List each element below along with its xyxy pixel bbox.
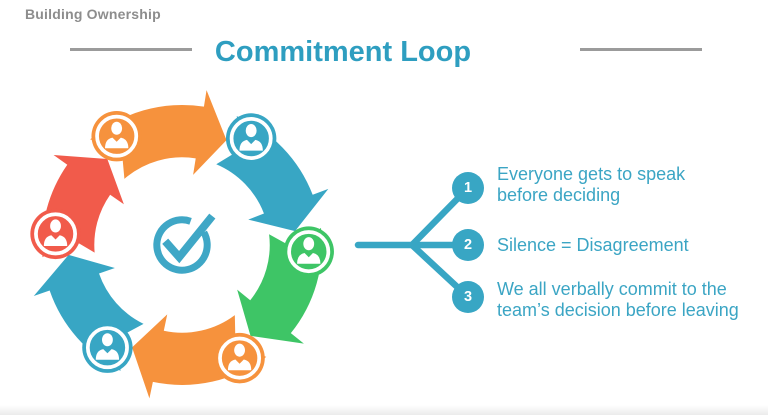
slide-kicker: Building Ownership [25, 6, 161, 22]
title-divider-left [70, 48, 192, 51]
badge-disc [91, 110, 142, 162]
person-icon [43, 219, 68, 247]
badge-ring [34, 212, 77, 256]
point-number-badge: 2 [452, 229, 484, 261]
point-text: We all verbally commit to the team’s dec… [497, 279, 739, 320]
badge-disc [82, 322, 133, 373]
person-icon [95, 333, 120, 360]
person-badge-bottom [214, 332, 265, 384]
person-icon [227, 343, 252, 371]
badge-disc [214, 332, 265, 384]
badge-disc [225, 113, 277, 164]
person-icon [105, 121, 129, 149]
badge-ring [95, 114, 139, 158]
badge-disc [30, 208, 81, 260]
slide-bottom-shadow [0, 405, 768, 415]
point-number-badge: 1 [452, 172, 484, 204]
badge-ring [287, 230, 331, 274]
badge-ring [229, 117, 273, 160]
person-badge-left [30, 208, 81, 260]
point-text: Everyone gets to speak before deciding [497, 164, 686, 205]
point-text: Silence = Disagreement [497, 235, 689, 255]
person-icon [239, 124, 263, 151]
page-title: Commitment Loop [214, 36, 472, 68]
commitment-loop-diagram [30, 90, 334, 399]
point-number-badge: 3 [452, 281, 484, 313]
title-divider-right [580, 48, 702, 51]
person-badge-right [283, 226, 334, 277]
person-badge-top-right [225, 113, 277, 164]
person-badge-bottom-left [82, 322, 133, 373]
badge-ring [218, 336, 262, 380]
person-badge-top [91, 110, 142, 162]
person-icon [297, 237, 321, 264]
badge-ring [85, 326, 129, 370]
check-circle-icon [153, 213, 216, 274]
badge-disc [283, 226, 334, 277]
